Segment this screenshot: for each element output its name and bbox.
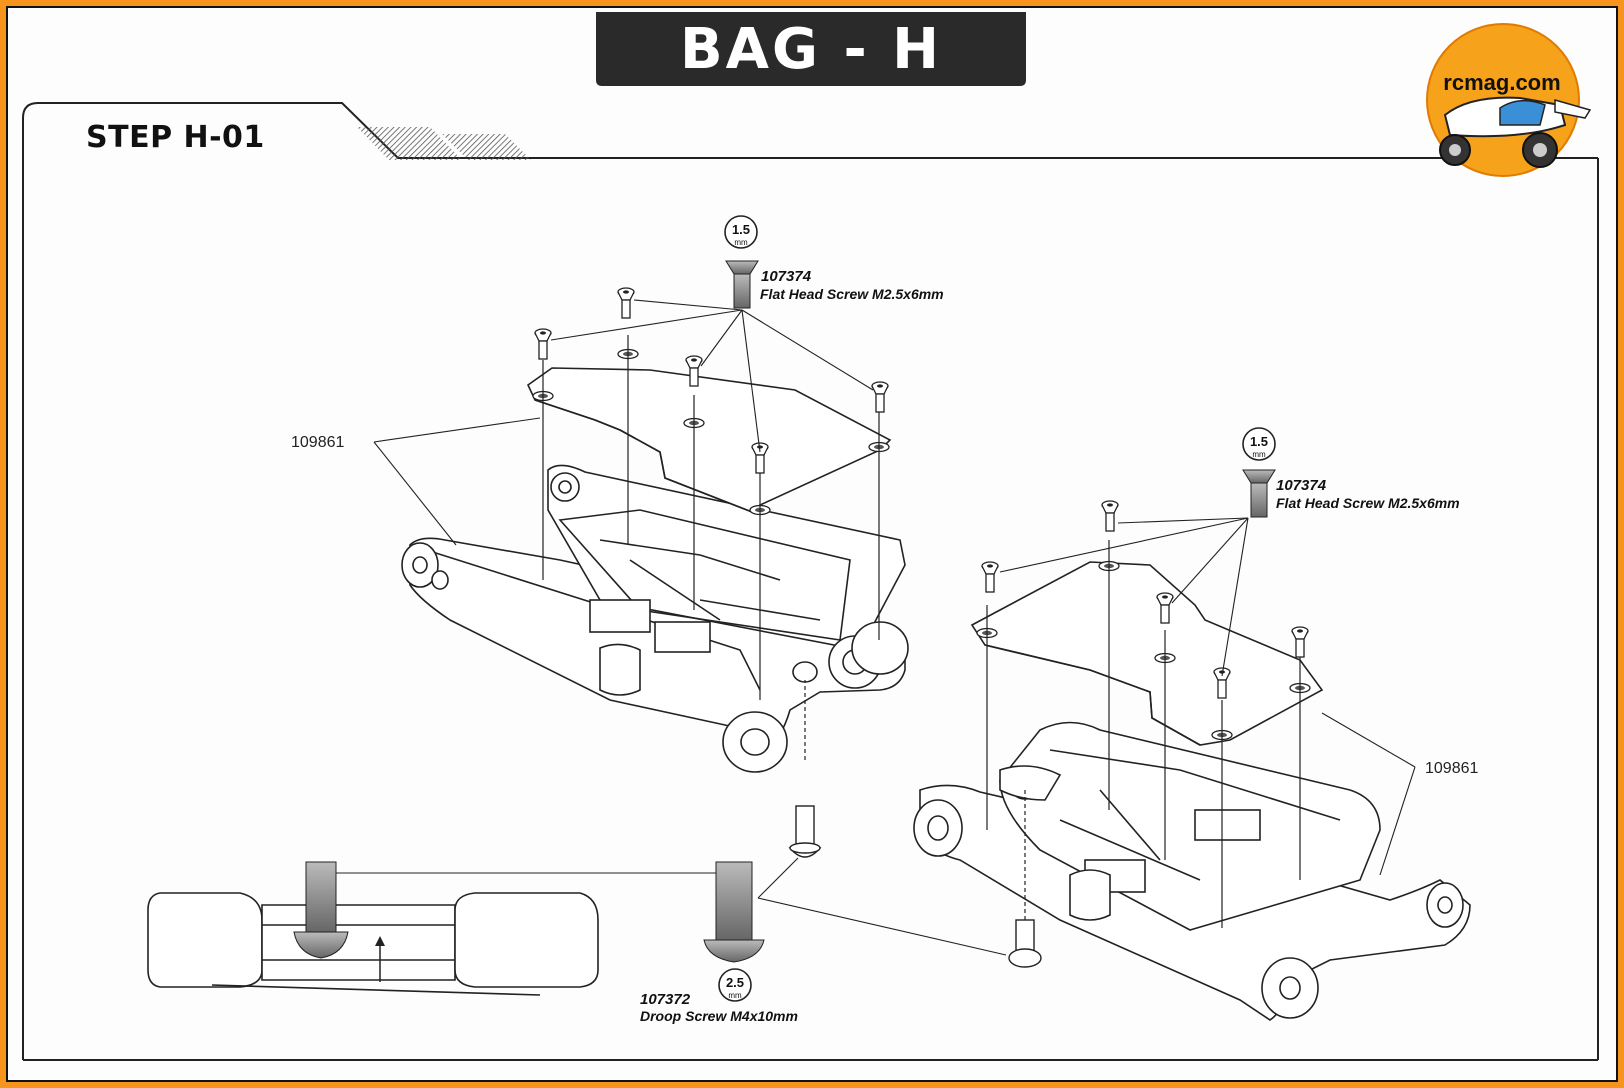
tool-size-unit: mm [1252, 450, 1266, 459]
right-upper-plate [970, 561, 1324, 746]
part-number: 107374 [761, 268, 812, 285]
droop-screw-left [788, 805, 822, 858]
part-description: Flat Head Screw M2.5x6mm [760, 286, 944, 302]
logo-text: rcmag.com [1443, 70, 1561, 95]
tool-size-value: 1.5 [731, 222, 751, 237]
right-suspension-arm [913, 721, 1471, 1021]
droop-detail-inset [147, 892, 599, 996]
rcmag-logo [1426, 23, 1592, 177]
tool-size-unit: mm [734, 238, 748, 247]
droop-screw-icon [703, 861, 765, 963]
title-banner [596, 12, 1026, 86]
part-description: Droop Screw M4x10mm [640, 1008, 798, 1024]
tool-size-value: 1.5 [1249, 434, 1269, 449]
droop-screw-right [1008, 919, 1042, 968]
tool-size-unit: mm [728, 991, 742, 1000]
tool-size-value: 2.5 [725, 975, 745, 990]
plate-part-ref: 109861 [1425, 760, 1479, 777]
flat-head-screw-icon-right [1242, 469, 1276, 518]
left-suspension-arm [401, 464, 909, 773]
part-number: 107374 [1276, 477, 1327, 494]
plate-part-ref: 109861 [291, 434, 345, 451]
part-number: 107372 [640, 991, 691, 1008]
bag-title: BAG - H [679, 17, 943, 82]
part-description: Flat Head Screw M2.5x6mm [1276, 495, 1460, 511]
flat-head-screw-icon-left [725, 260, 759, 309]
step-header-frame [22, 102, 1598, 1060]
step-title: STEP H-01 [86, 120, 265, 155]
